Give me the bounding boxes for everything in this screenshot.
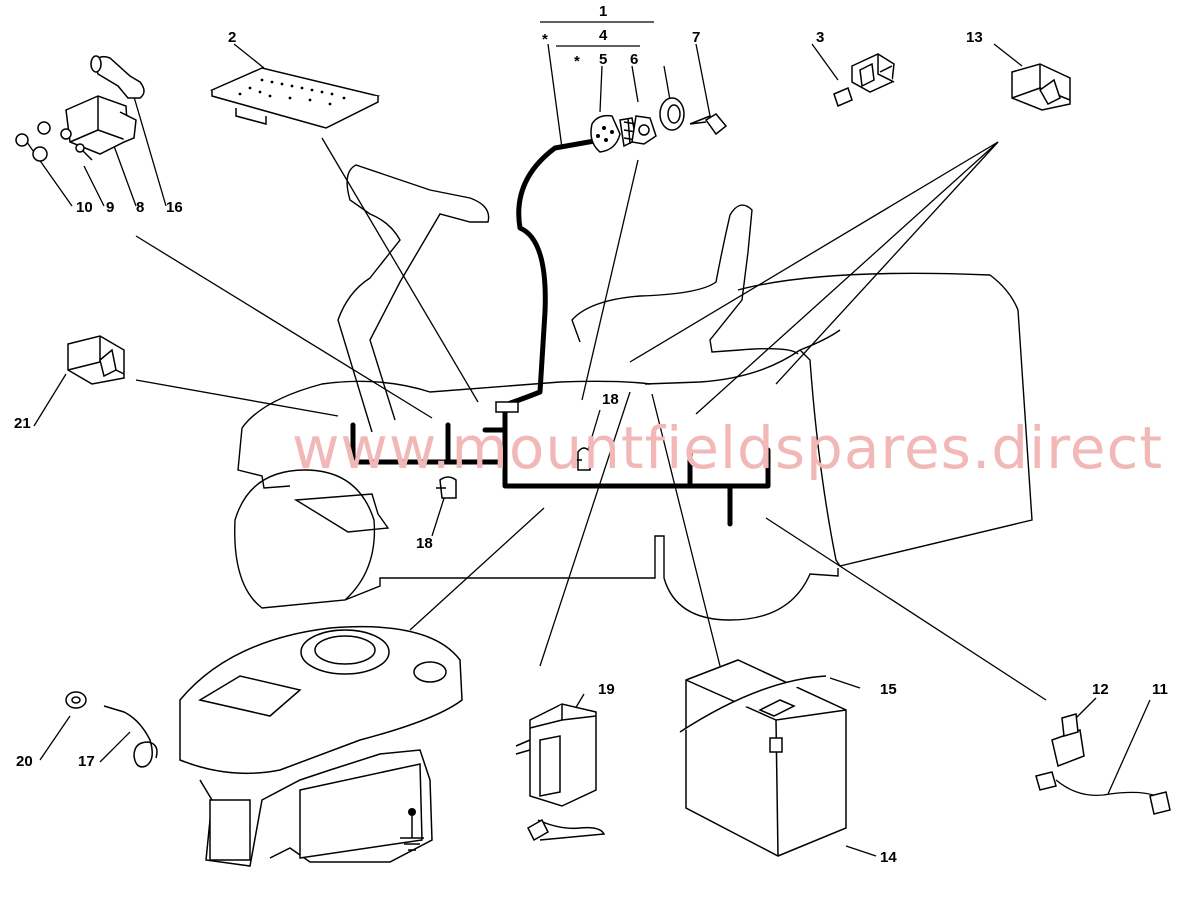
label-part-13: 13 <box>966 29 983 46</box>
wire-lead-part <box>1035 771 1171 815</box>
switch-sensor-part <box>1051 713 1085 768</box>
label-part-20: 20 <box>16 753 33 770</box>
label-part-14: 14 <box>880 849 897 866</box>
label-part-8: 8 <box>136 199 144 216</box>
fuse-holder-part <box>833 53 895 108</box>
label-star-1: * <box>542 31 548 48</box>
label-part-18a: 18 <box>602 391 619 408</box>
label-part-18b: 18 <box>416 535 433 552</box>
label-part-3: 3 <box>816 29 824 46</box>
washer-part <box>65 691 87 709</box>
battery-part <box>679 659 847 857</box>
label-part-19: 19 <box>598 681 615 698</box>
label-part-15: 15 <box>880 681 897 698</box>
solenoid-part <box>15 95 137 162</box>
ignition-nut-part <box>659 97 685 131</box>
harness-connector <box>495 401 519 413</box>
wiring-harness <box>350 137 771 527</box>
label-part-1: 1 <box>599 3 607 20</box>
solenoid-boot-part <box>90 55 145 99</box>
spring-clip-part <box>103 705 158 768</box>
label-part-4: 4 <box>599 27 608 44</box>
switch-part-13 <box>1011 63 1071 111</box>
part-labels: 1 * 4 * 5 6 7 2 3 13 10 9 8 16 21 18 18 … <box>14 3 1168 866</box>
battery-charger-part <box>515 703 606 842</box>
label-part-16: 16 <box>166 199 183 216</box>
label-part-5: 5 <box>599 51 607 68</box>
label-part-17: 17 <box>78 753 95 770</box>
circuit-board-part <box>209 67 381 129</box>
label-part-7: 7 <box>692 29 700 46</box>
leader-lines <box>23 21 1151 857</box>
label-part-12: 12 <box>1092 681 1109 698</box>
label-part-6: 6 <box>630 51 638 68</box>
label-star-2: * <box>574 53 580 70</box>
ignition-key-part <box>689 113 728 136</box>
label-part-9: 9 <box>106 199 114 216</box>
label-part-11: 11 <box>1152 681 1168 698</box>
engine-part <box>179 625 463 867</box>
switch-part-21 <box>67 335 125 385</box>
harness-clip-18a <box>574 447 591 471</box>
ignition-switch-part <box>590 114 657 153</box>
label-part-21: 21 <box>14 415 31 432</box>
harness-clip-18b <box>436 476 457 499</box>
mower-outline <box>234 164 1033 621</box>
label-part-2: 2 <box>228 29 236 46</box>
label-part-10: 10 <box>76 199 93 216</box>
watermark: www.mountfieldspares.direct <box>292 414 1163 482</box>
